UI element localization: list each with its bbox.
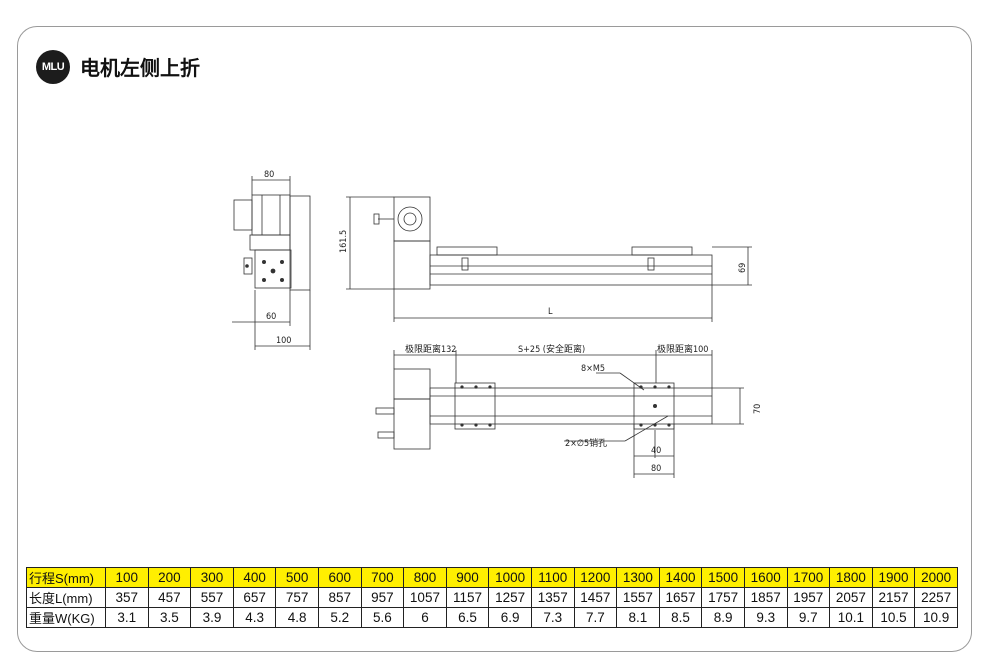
hole-label-pin: 2×∅5销孔 <box>565 437 607 449</box>
dim-80-bottom: 80 <box>651 464 661 474</box>
table-cell: 2057 <box>829 587 873 608</box>
table-cell: 2000 <box>914 567 958 588</box>
page-frame <box>17 26 972 652</box>
table-cell: 1400 <box>658 567 703 588</box>
table-cell: 1500 <box>701 567 745 588</box>
table-cell: 3.5 <box>147 607 192 628</box>
table-cell: 3.9 <box>190 607 234 628</box>
table-cell: 600 <box>317 567 362 588</box>
dim-length: L <box>548 307 553 317</box>
table-cell: 400 <box>232 567 277 588</box>
table-cell: 1600 <box>743 567 788 588</box>
dim-161-5: 161.5 <box>339 230 349 253</box>
table-cell: 9.3 <box>743 607 788 628</box>
hole-label-m5: 8×M5 <box>581 364 605 374</box>
table-cell: 1757 <box>701 587 745 608</box>
top-view <box>375 350 744 478</box>
table-cell: 10.9 <box>914 607 958 628</box>
brand-badge: MLU <box>36 50 70 84</box>
table-cell: 700 <box>360 567 405 588</box>
table-cell: 7.3 <box>530 607 575 628</box>
table-cell: 1000 <box>488 567 532 588</box>
table-cell: 657 <box>232 587 277 608</box>
table-cell: 4.3 <box>232 607 277 628</box>
table-cell: 5.2 <box>317 607 362 628</box>
table-cell: 8.1 <box>616 607 660 628</box>
dim-40: 40 <box>651 446 661 456</box>
front-view <box>346 196 752 322</box>
dim-80-top: 80 <box>264 170 274 180</box>
limit-left-label: 极限距离132 <box>405 343 456 355</box>
dim-69: 69 <box>738 263 748 273</box>
table-cell: 6 <box>403 607 447 628</box>
table-cell: 10.5 <box>871 607 916 628</box>
table-cell: 957 <box>360 587 405 608</box>
stroke-label: S+25 (安全距离) <box>518 343 585 355</box>
table-cell: 357 <box>105 587 149 608</box>
table-cell: 1700 <box>786 567 831 588</box>
table-cell: 900 <box>445 567 490 588</box>
table-cell: 1257 <box>488 587 532 608</box>
row-header: 重量W(KG) <box>26 607 106 628</box>
table-cell: 5.6 <box>360 607 405 628</box>
table-cell: 1457 <box>573 587 618 608</box>
table-cell: 500 <box>275 567 319 588</box>
table-cell: 300 <box>190 567 234 588</box>
page-title: 电机左侧上折 <box>80 56 200 80</box>
row-header: 长度L(mm) <box>26 587 106 608</box>
limit-right-label: 极限距离100 <box>657 343 708 355</box>
table-cell: 6.9 <box>488 607 532 628</box>
table-cell: 2257 <box>914 587 958 608</box>
table-cell: 1100 <box>530 567 575 588</box>
table-cell: 1057 <box>403 587 447 608</box>
table-cell: 3.1 <box>105 607 149 628</box>
table-cell: 1657 <box>658 587 703 608</box>
table-cell: 1200 <box>573 567 618 588</box>
table-cell: 9.7 <box>786 607 831 628</box>
table-cell: 1157 <box>445 587 490 608</box>
table-cell: 1357 <box>530 587 575 608</box>
table-cell: 800 <box>403 567 447 588</box>
table-cell: 6.5 <box>445 607 490 628</box>
dim-100: 100 <box>276 336 291 346</box>
dim-60: 60 <box>266 312 276 322</box>
table-cell: 1557 <box>616 587 660 608</box>
table-cell: 557 <box>190 587 234 608</box>
table-cell: 1300 <box>616 567 660 588</box>
side-view <box>232 176 311 350</box>
row-header: 行程S(mm) <box>26 567 106 588</box>
table-cell: 10.1 <box>829 607 873 628</box>
table-cell: 7.7 <box>573 607 618 628</box>
table-cell: 1800 <box>829 567 873 588</box>
table-cell: 200 <box>147 567 192 588</box>
table-cell: 1957 <box>786 587 831 608</box>
dim-70: 70 <box>753 404 763 414</box>
table-cell: 100 <box>105 567 149 588</box>
table-cell: 4.8 <box>275 607 319 628</box>
table-cell: 1857 <box>743 587 788 608</box>
table-cell: 2157 <box>871 587 916 608</box>
table-cell: 757 <box>275 587 319 608</box>
table-cell: 1900 <box>871 567 916 588</box>
table-cell: 857 <box>317 587 362 608</box>
table-cell: 8.9 <box>701 607 745 628</box>
table-cell: 8.5 <box>658 607 703 628</box>
table-cell: 457 <box>147 587 192 608</box>
